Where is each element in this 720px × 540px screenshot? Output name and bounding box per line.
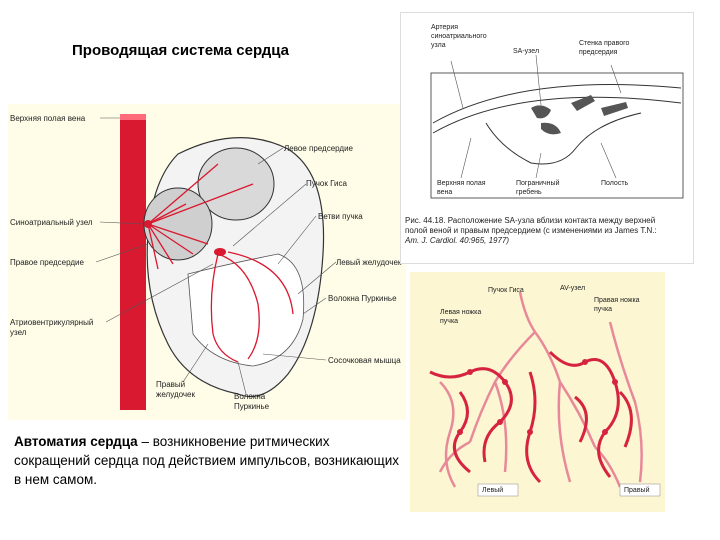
label-av-node-1: Атриовентрикулярный <box>10 318 93 327</box>
label-av-node-2: узел <box>10 328 26 337</box>
purkinje-network-figure: Пучок Гиса AV-узел Правая ножка пучка Ле… <box>410 272 665 512</box>
label-svc: Верхняя полая вена <box>10 114 85 123</box>
label-right-ventricle-1: Правый <box>156 380 185 389</box>
vena-cava <box>120 114 146 410</box>
label-sa-crest-1: Пограничный <box>516 179 560 188</box>
label-purkinje-left-branch-2: пучка <box>440 317 458 326</box>
label-right-atrium: Правое предсердие <box>10 258 84 267</box>
sa-node-figure: Артерия синоатриального узла SA-узел Сте… <box>400 12 694 264</box>
label-purkinje-av-node: AV-узел <box>560 284 585 293</box>
label-right-ventricle-2: желудочек <box>156 390 195 399</box>
label-left-atrium: Левое предсердие <box>284 144 353 153</box>
slide-title: Проводящая система сердца <box>72 42 289 59</box>
label-sa-artery-2: синоатриального <box>431 32 487 41</box>
label-purkinje-bottom-1: Волокна <box>234 392 265 401</box>
description-text: Автоматия сердца – возникновение ритмиче… <box>14 432 404 489</box>
sa-caption-line-1: Рис. 44.18. Расположение SA-узла вблизи … <box>405 216 655 226</box>
label-sa-cavity: Полость <box>601 179 628 188</box>
label-purkinje-right-branch-2: пучка <box>594 305 612 314</box>
label-purkinje-bottom-2: Пуркинье <box>234 402 269 411</box>
label-sa-wall-2: предсердия <box>579 48 617 57</box>
label-sa-crest-2: гребень <box>516 188 542 197</box>
label-purkinje-his: Пучок Гиса <box>488 286 524 295</box>
description-term: Автоматия сердца <box>14 434 138 449</box>
label-bundle-branch: Ветви пучка <box>318 212 363 221</box>
label-sa-node: Синоатриальный узел <box>10 218 93 227</box>
label-his-bundle: Пучок Гиса <box>306 179 347 188</box>
label-sa-artery-3: узла <box>431 41 446 50</box>
label-papillary-muscle: Сосочковая мышца <box>328 356 401 365</box>
label-sa-svc-2: вена <box>437 188 452 197</box>
label-purkinje-fibers: Волокна Пуркинье <box>328 294 397 303</box>
sa-caption-line-2: полой веной и правым предсердием (с изме… <box>405 226 657 236</box>
label-purkinje-left: Левый <box>482 486 503 495</box>
heart-diagram: Верхняя полая вена Левое предсердие Пучо… <box>8 104 406 420</box>
label-sa-wall-1: Стенка правого <box>579 39 629 48</box>
label-purkinje-right-branch-1: Правая ножка <box>594 296 640 305</box>
label-purkinje-right: Правый <box>624 486 649 495</box>
label-sa-node-top: SA-узел <box>513 47 539 56</box>
label-left-ventricle: Левый желудочек <box>336 258 401 267</box>
label-purkinje-left-branch-1: Левая ножка <box>440 308 481 317</box>
label-sa-artery-1: Артерия <box>431 23 458 32</box>
sa-caption-line-3: Am. J. Cardiol. 40:965, 1977) <box>405 236 509 246</box>
label-sa-svc-1: Верхняя полая <box>437 179 486 188</box>
